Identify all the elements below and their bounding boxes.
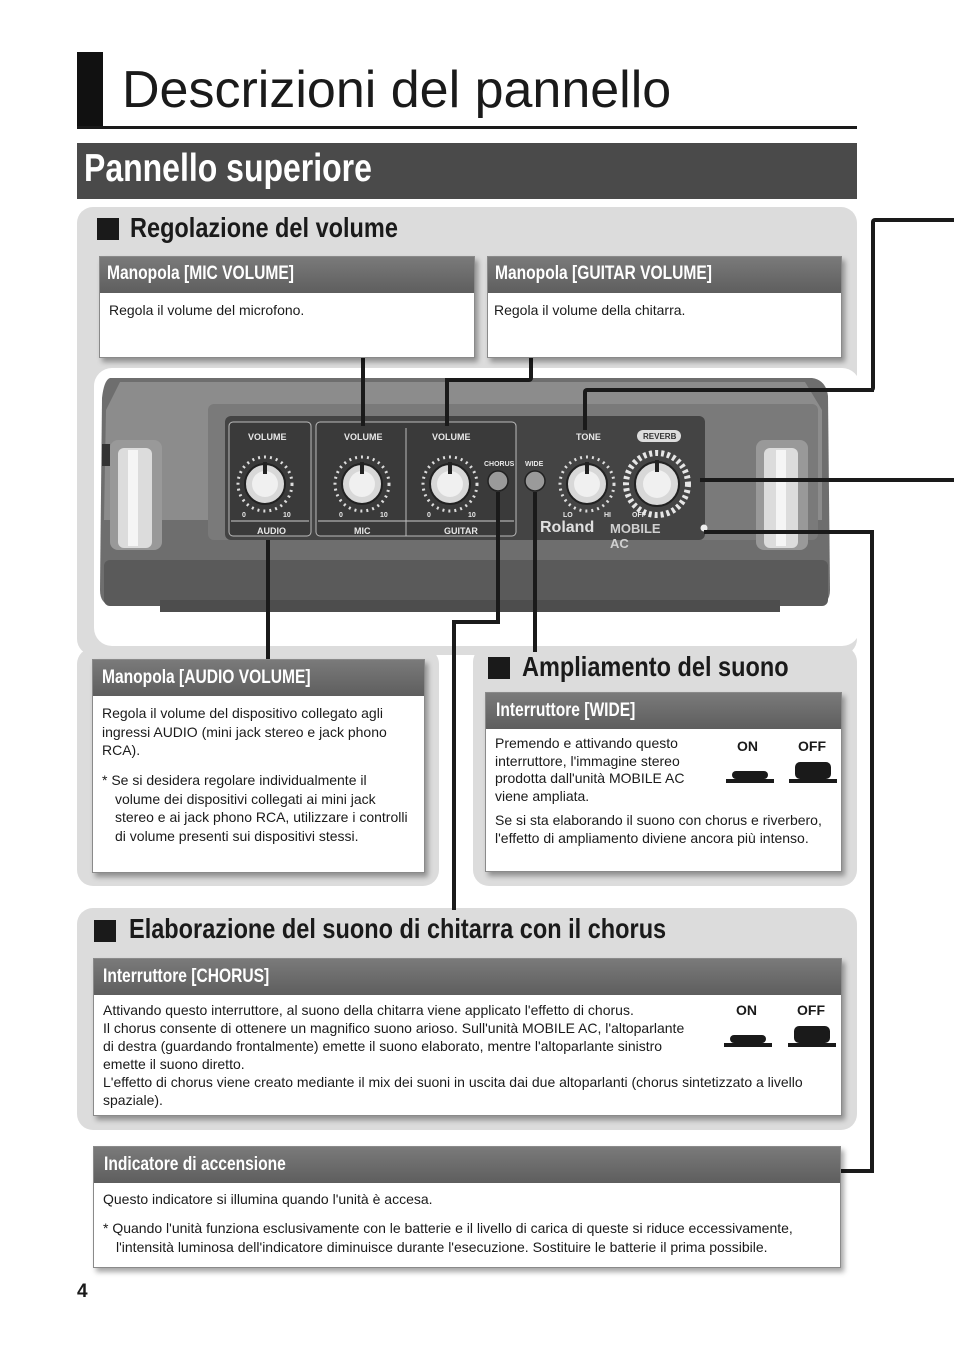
chorus-text-1: Attivando questo interruttore, al suono …	[103, 1002, 634, 1018]
label-chorus: CHORUS	[484, 461, 515, 468]
guitar-volume-text: Regola il volume della chitarra.	[494, 302, 686, 318]
section-marker	[94, 920, 116, 942]
wide-switch-text: Premendo e attivando questo interruttore…	[495, 735, 685, 804]
scale-max-guitar: 10	[468, 512, 476, 519]
wide-on-label: ON	[737, 738, 758, 754]
wide-on-switch-icon	[726, 771, 774, 783]
label-guitar: GUITAR	[444, 526, 478, 536]
box-header: Indicatore di accensione	[94, 1147, 840, 1183]
chorus-switch-text: Attivando questo interruttore, al suono …	[103, 1001, 828, 1109]
mic-volume-text: Regola il volume del microfono.	[109, 302, 305, 318]
scale-max-mic: 10	[380, 512, 388, 519]
label-volume-guitar: VOLUME	[432, 432, 471, 442]
box-header: Interruttore [CHORUS]	[94, 959, 841, 995]
label-tone: TONE	[576, 432, 601, 442]
label-mic: MIC	[354, 526, 371, 536]
label-wide: WIDE	[525, 461, 544, 468]
chorus-on-label: ON	[736, 1002, 757, 1018]
section-marker	[97, 218, 119, 240]
power-indicator-box: Indicatore di accensione Questo indicato…	[93, 1146, 841, 1268]
chorus-switch-title: Interruttore [CHORUS]	[103, 966, 270, 987]
model-name: MOBILE AC	[610, 521, 661, 551]
audio-volume-title: Manopola [AUDIO VOLUME]	[102, 667, 311, 688]
wide-off-switch-icon	[789, 762, 837, 783]
wide-heading: Ampliamento del suono	[522, 651, 789, 682]
mic-volume-box: Manopola [MIC VOLUME] Regola il volume d…	[99, 256, 475, 358]
scale-min-guitar: 0	[427, 512, 431, 519]
chorus-on-switch-icon	[724, 1035, 772, 1047]
brand-logo: Roland	[540, 519, 595, 536]
tone-lo: LO	[563, 512, 573, 519]
chorus-off-switch-icon	[788, 1026, 836, 1047]
section-title: Pannello superiore	[84, 147, 372, 190]
title-rule	[77, 126, 857, 129]
reverb-off: OFF	[632, 512, 646, 519]
audio-volume-box: Manopola [AUDIO VOLUME] Regola il volume…	[92, 659, 425, 873]
box-header: Manopola [MIC VOLUME]	[100, 257, 474, 293]
section-band	[77, 143, 857, 199]
box-header: Interruttore [WIDE]	[486, 693, 841, 729]
chorus-text-2: Il chorus consente di ottenere un magnif…	[103, 1020, 685, 1072]
box-header: Manopola [AUDIO VOLUME]	[93, 660, 424, 696]
title-accent-bar	[77, 52, 103, 128]
label-volume-audio: VOLUME	[248, 432, 287, 442]
box-header: Manopola [GUITAR VOLUME]	[488, 257, 841, 293]
chorus-off-label: OFF	[797, 1002, 825, 1018]
label-reverb: REVERB	[643, 432, 677, 441]
wide-switch-title: Interruttore [WIDE]	[496, 700, 636, 721]
scale-min-audio: 0	[242, 512, 246, 519]
label-audio: AUDIO	[257, 526, 286, 536]
wide-switch-text-2: Se si sta elaborando il suono con chorus…	[495, 812, 822, 846]
section-marker	[488, 657, 510, 679]
scale-min-mic: 0	[339, 512, 343, 519]
tone-hi: HI	[604, 512, 611, 519]
audio-volume-note: * Se si desidera regolare individualment…	[102, 772, 408, 844]
chorus-text-3: L'effetto di chorus viene creato mediant…	[103, 1074, 803, 1108]
page-number: 4	[77, 1281, 88, 1302]
power-indicator-note: * Quando l'unità funziona esclusivamente…	[103, 1220, 793, 1255]
audio-volume-text: Regola il volume del dispositivo collega…	[102, 705, 387, 758]
wide-switch-box: Interruttore [WIDE] Premendo e attivando…	[485, 692, 842, 872]
guitar-volume-title: Manopola [GUITAR VOLUME]	[495, 263, 712, 284]
scale-max-audio: 10	[283, 512, 291, 519]
guitar-volume-box: Manopola [GUITAR VOLUME] Regola il volum…	[487, 256, 842, 358]
chorus-heading: Elaborazione del suono di chitarra con i…	[129, 913, 667, 944]
volume-heading: Regolazione del volume	[130, 212, 398, 243]
mic-volume-title: Manopola [MIC VOLUME]	[107, 263, 294, 284]
power-indicator-title: Indicatore di accensione	[104, 1154, 286, 1175]
page-title: Descrizioni del pannello	[122, 61, 672, 119]
power-indicator-text: Questo indicatore si illumina quando l'u…	[103, 1191, 433, 1207]
label-volume-mic: VOLUME	[344, 432, 383, 442]
chorus-switch-box: Interruttore [CHORUS] Attivando questo i…	[93, 958, 842, 1116]
wide-off-label: OFF	[798, 738, 826, 754]
